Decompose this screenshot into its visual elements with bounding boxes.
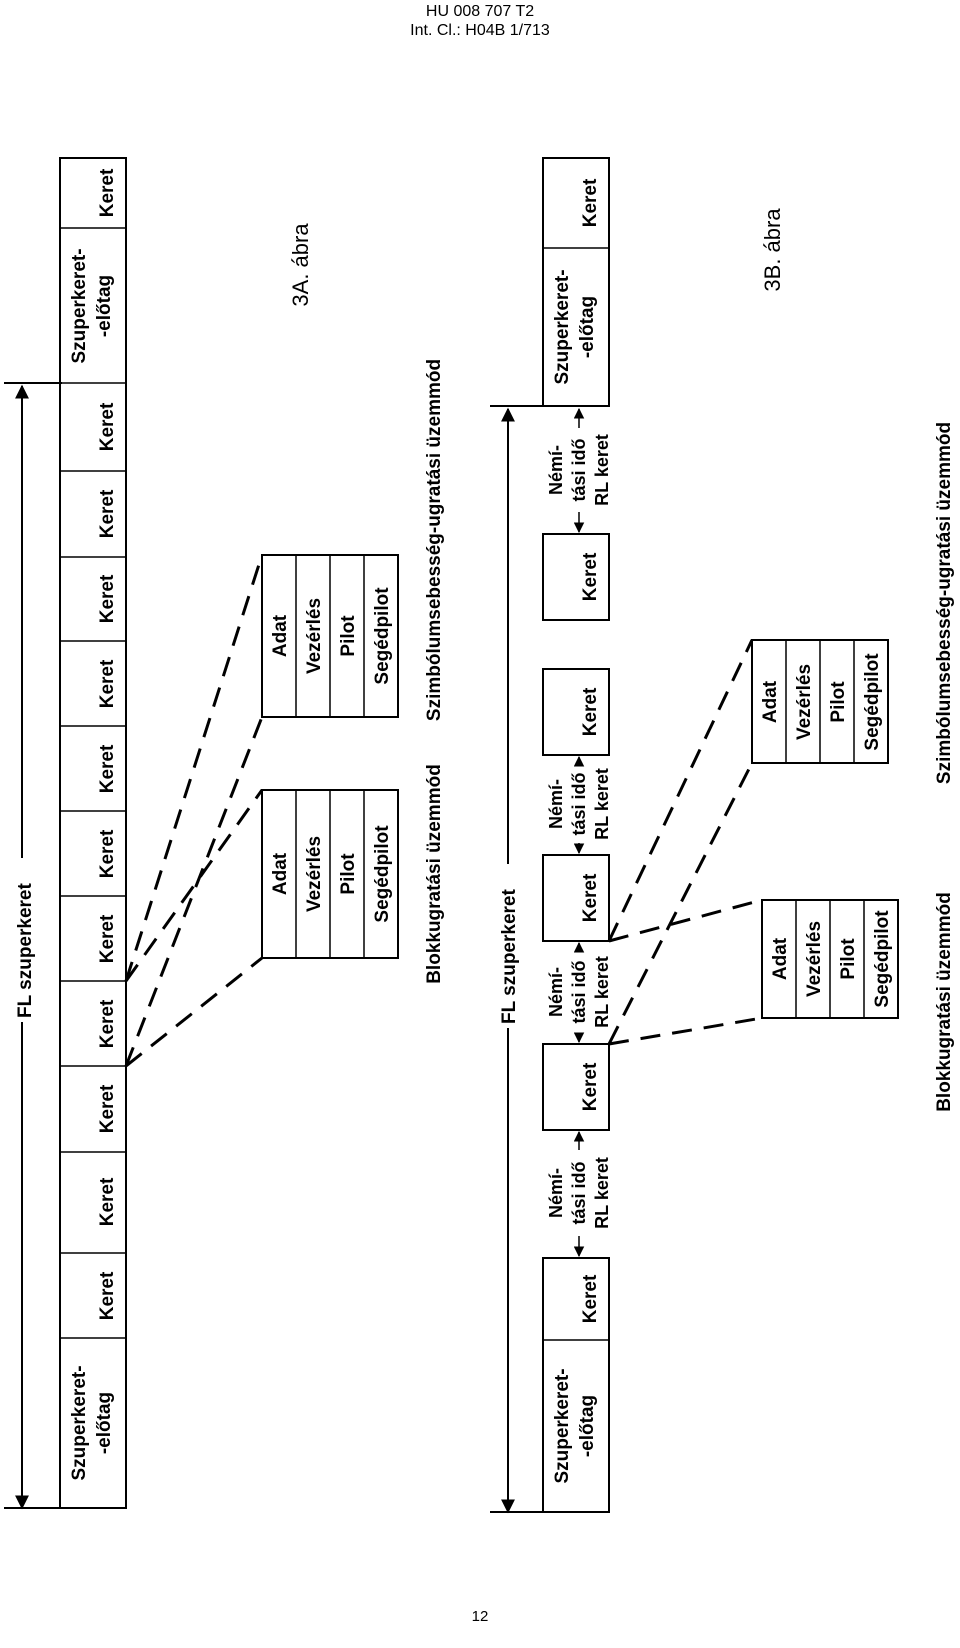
slot-aux-pilot: Segédpilot (872, 910, 893, 1008)
slot-control: Vezérlés (804, 921, 825, 997)
slot-data: Adat (770, 937, 791, 980)
frame-cell: Keret (97, 1271, 118, 1320)
slot-control: Vezérlés (794, 664, 815, 740)
frame-cell: Keret (97, 489, 118, 538)
frame-strip-top (542, 157, 610, 407)
frame-box (542, 533, 610, 621)
rl-frame-label: RL keret (592, 434, 612, 506)
figure-3b: FL szuperkeret Keret Szuperkeret- -előta… (490, 157, 955, 1514)
frame-strip-bottom (542, 1257, 610, 1513)
mute-time-label: Némí- (546, 445, 566, 495)
block-hopping-mode-label: Blokkugratási üzemmód (934, 892, 955, 1112)
superframe-prefix-cell: Szuperkeret- (69, 1365, 90, 1480)
slot-data: Adat (270, 614, 291, 657)
mute-time-label: tási idő (569, 438, 589, 501)
slot-aux-pilot: Segédpilot (372, 587, 393, 685)
frame-box (542, 668, 610, 756)
slot-control: Vezérlés (304, 598, 325, 674)
rl-frame-label: RL keret (592, 768, 612, 840)
expansion-lines (124, 554, 264, 1068)
figure-3a: FL szuperkeret Keret Szuperkeret- -előta… (4, 157, 445, 1510)
frame-cell: Keret (97, 1084, 118, 1133)
superframe-prefix-cell: Szuperkeret- (69, 248, 90, 363)
frame-cell: Keret (580, 1274, 601, 1323)
fl-superframe-label: FL szuperkeret (15, 883, 36, 1018)
frame-cell: Keret (97, 829, 118, 878)
symbol-hopping-mode-label: Szimbólumsebesség-ugratási üzemmód (424, 359, 445, 721)
frame-strip (59, 157, 127, 1509)
slot-pilot: Pilot (338, 615, 359, 657)
figure-3a-caption: 3A. ábra (288, 223, 313, 307)
block-hopping-mode-label: Blokkugratási üzemmód (424, 764, 445, 984)
frame-cell: Keret (97, 1177, 118, 1226)
frame-cell: Keret (97, 744, 118, 793)
frame-cell: Keret (97, 999, 118, 1048)
slot-data: Adat (270, 852, 291, 895)
mute-time-label: Némí- (546, 779, 566, 829)
rl-frame-label: RL keret (592, 1157, 612, 1229)
mute-time-label: tási idő (569, 960, 589, 1023)
frame-cell: Keret (97, 574, 118, 623)
slot-pilot: Pilot (338, 853, 359, 895)
slot-pilot: Pilot (838, 938, 859, 980)
mute-time-label: Némí- (546, 1168, 566, 1218)
slot-data: Adat (760, 680, 781, 723)
mute-time-label: tási idő (569, 1161, 589, 1224)
frame-cell: Keret (580, 178, 601, 227)
frame-box (542, 854, 610, 942)
mute-time-label: Némí- (546, 967, 566, 1017)
frame-cell: Keret (97, 168, 118, 217)
symbol-hopping-mode-label: Szimbólumsebesség-ugratási üzemmód (934, 422, 955, 784)
patent-number: HU 008 707 T2 (425, 3, 535, 20)
page-number: 12 (471, 1608, 489, 1625)
frame-cell: Keret (580, 1062, 601, 1111)
superframe-prefix-cell: Szuperkeret- (552, 1368, 573, 1483)
frame-cell: Keret (97, 402, 118, 451)
superframe-prefix-cell: -előtag (94, 275, 115, 337)
frame-cell: Keret (580, 873, 601, 922)
int-classification: Int. Cl.: H04B 1/713 (410, 22, 550, 39)
frame-cell: Keret (580, 687, 601, 736)
expansion-lines (607, 639, 763, 1046)
frame-cell: Keret (580, 552, 601, 601)
slot-aux-pilot: Segédpilot (862, 653, 883, 751)
mute-time-label: tási idő (569, 772, 589, 835)
slot-pilot: Pilot (828, 681, 849, 723)
slot-control: Vezérlés (304, 836, 325, 912)
frame-cell: Keret (97, 914, 118, 963)
slot-aux-pilot: Segédpilot (372, 825, 393, 923)
figure-3b-caption: 3B. ábra (760, 208, 785, 292)
superframe-prefix-cell: Szuperkeret- (552, 269, 573, 384)
superframe-prefix-cell: -előtag (577, 296, 598, 358)
superframe-prefix-cell: -előtag (577, 1395, 598, 1457)
frame-cell: Keret (97, 659, 118, 708)
frame-box (542, 1043, 610, 1131)
superframe-prefix-cell: -előtag (94, 1392, 115, 1454)
fl-superframe-label: FL szuperkeret (499, 889, 520, 1024)
rl-frame-label: RL keret (592, 956, 612, 1028)
